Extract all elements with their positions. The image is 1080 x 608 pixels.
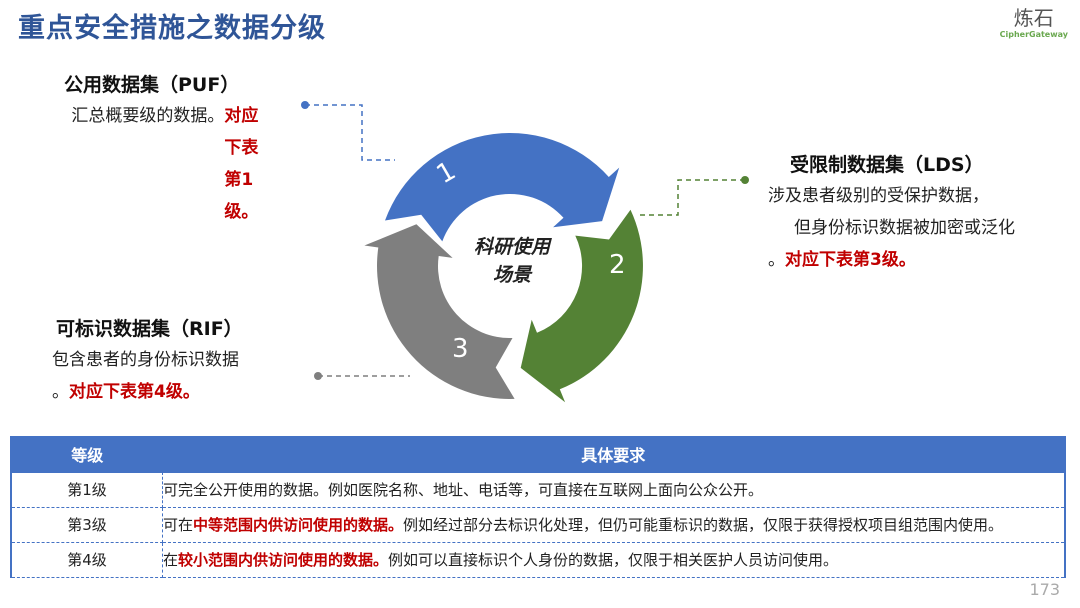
req-highlight: 较小范围内供访问使用的数据。 — [178, 551, 389, 569]
lds-connector — [640, 179, 745, 216]
segment-2-label: 2 — [609, 250, 626, 280]
req-text: 例如可以直接标识个人身份的数据，仅限于相关医护人员访问使用。 — [388, 551, 839, 569]
puf-title: 公用数据集（PUF） — [64, 74, 240, 96]
req-highlight: 中等范围内供访问使用的数据。 — [193, 516, 404, 534]
puf-text: 汇总概要级的数据。 — [71, 106, 225, 126]
req-text: 例如经过部分去标识化处理，但仍可能重标识的数据，仅限于获得授权项目组范围内使用。 — [403, 516, 1004, 534]
header-requirement: 具体要求 — [162, 436, 1065, 473]
page-title: 重点安全措施之数据分级 — [18, 13, 326, 44]
puf-dot — [301, 101, 309, 109]
page-number: 173 — [1029, 580, 1060, 599]
lds-block: 受限制数据集（LDS） 涉及患者级别的受保护数据， 但身份标识数据被加密或泛化 … — [768, 150, 1015, 276]
center-label: 科研使用场景 — [473, 236, 550, 286]
requirement-cell: 可完全公开使用的数据。例如医院名称、地址、电话等，可直接在互联网上面向公众公开。 — [162, 472, 1065, 508]
grade-cell: 第4级 — [11, 542, 163, 578]
requirement-cell: 在较小范围内供访问使用的数据。例如可以直接标识个人身份的数据，仅限于相关医护人员… — [162, 542, 1065, 578]
grade-table: 等级具体要求 第1级可完全公开使用的数据。例如医院名称、地址、电话等，可直接在互… — [10, 436, 1066, 578]
rif-dot — [314, 372, 322, 380]
req-pre: 在 — [163, 551, 179, 569]
table-row: 第1级可完全公开使用的数据。例如医院名称、地址、电话等，可直接在互联网上面向公众… — [11, 472, 1065, 508]
lds-text1: 涉及患者级别的受保护数据， — [768, 186, 989, 206]
cycle-segment-3 — [364, 224, 515, 399]
grade-cell: 第3级 — [11, 507, 163, 543]
cycle-segment-1 — [385, 133, 620, 242]
req-text: 可完全公开使用的数据。例如医院名称、地址、电话等，可直接在互联网上面向公众公开。 — [163, 481, 764, 499]
requirement-cell: 可在中等范围内供访问使用的数据。例如经过部分去标识化处理，但仍可能重标识的数据，… — [162, 507, 1065, 543]
table-row: 第4级在较小范围内供访问使用的数据。例如可以直接标识个人身份的数据，仅限于相关医… — [11, 542, 1065, 578]
puf-block: 公用数据集（PUF） 汇总概要级的数据。对应下表第1级。 — [64, 70, 274, 228]
rif-text1: 包含患者的身份标识数据 — [52, 350, 239, 370]
lds-dot — [741, 176, 749, 184]
header-grade: 等级 — [11, 436, 163, 473]
segment-3-label: 3 — [452, 334, 469, 364]
lds-text3: 。 — [768, 250, 785, 270]
rif-text2: 。 — [52, 382, 69, 402]
req-pre: 可在 — [163, 516, 194, 534]
lds-text2: 但身份标识数据被加密或泛化 — [794, 218, 1015, 238]
table-row: 第3级可在中等范围内供访问使用的数据。例如经过部分去标识化处理，但仍可能重标识的… — [11, 507, 1065, 543]
rif-title: 可标识数据集（RIF） — [56, 318, 243, 340]
lds-title: 受限制数据集（LDS） — [790, 154, 984, 176]
rif-block: 可标识数据集（RIF） 包含患者的身份标识数据 。对应下表第4级。 — [52, 314, 243, 408]
cycle-segment-2 — [520, 209, 643, 403]
puf-ref: 对应下表第1级。 — [224, 106, 259, 222]
lds-ref: 对应下表第3级。 — [785, 250, 916, 270]
logo-en: CipherGateway — [999, 30, 1068, 39]
logo-cn: 炼石 — [1013, 6, 1054, 30]
rif-ref: 对应下表第4级。 — [69, 382, 200, 402]
puf-connector — [305, 104, 395, 161]
grade-cell: 第1级 — [11, 472, 163, 508]
